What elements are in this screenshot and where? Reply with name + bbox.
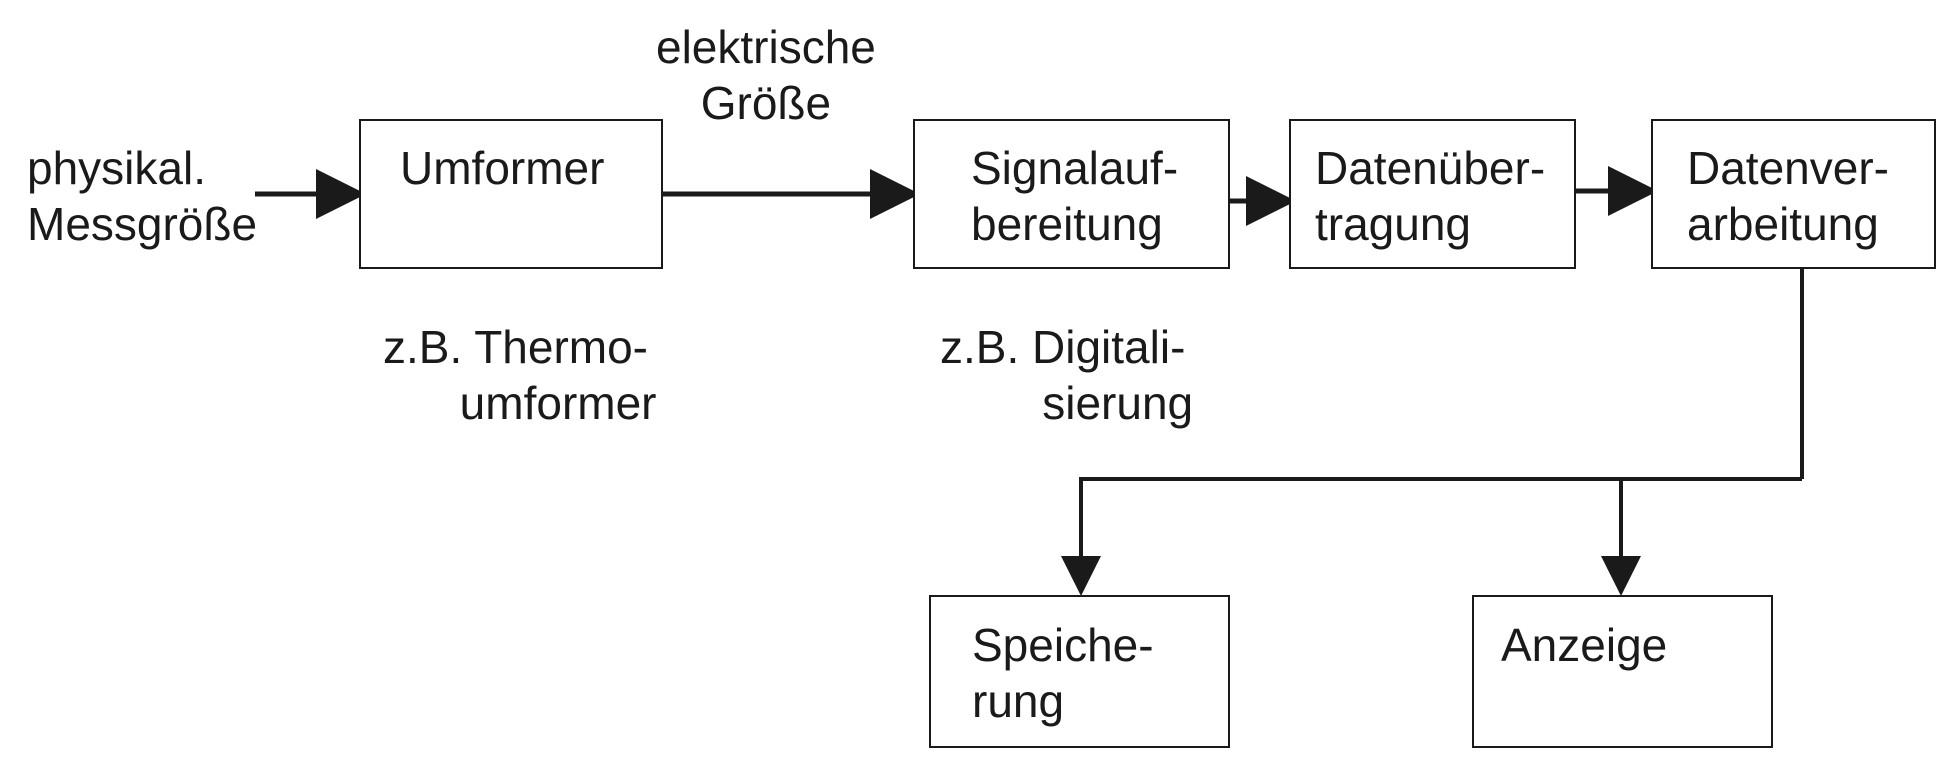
input-label: physikal. Messgröße [27,142,258,250]
note-signal-example: z.B. Digitali- sierung [940,321,1194,429]
box-datenverarbeitung-label: Datenver- arbeitung [1687,142,1889,250]
box-speicherung-label: Speiche- rung [972,619,1154,727]
box-signalaufbereitung-label: Signalauf- bereitung [971,142,1179,250]
box-datenverarbeitung: Datenver- arbeitung [1651,119,1936,269]
box-signalaufbereitung: Signalauf- bereitung [913,119,1230,269]
box-datenuebertragung-label: Datenüber- tragung [1315,142,1546,250]
note-umformer-example: z.B. Thermo- umformer [383,321,657,429]
box-anzeige: Anzeige [1472,595,1773,748]
box-anzeige-label: Anzeige [1501,619,1668,671]
box-speicherung: Speiche- rung [929,595,1230,748]
signal-label: elektrische Größe [656,21,876,129]
box-datenuebertragung: Datenüber- tragung [1289,119,1576,269]
box-umformer-label: Umformer [400,142,605,194]
box-umformer: Umformer [359,119,663,269]
